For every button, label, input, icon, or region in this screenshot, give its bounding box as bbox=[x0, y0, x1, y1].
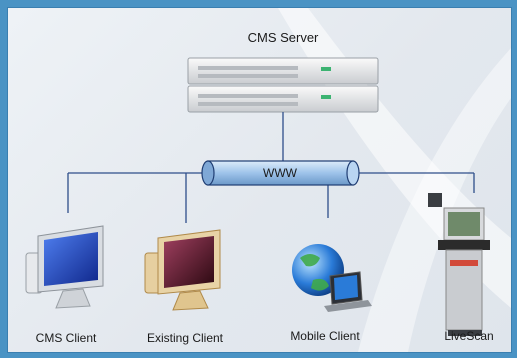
cms-client-computer-icon bbox=[25, 225, 104, 309]
www-pipe-icon bbox=[201, 160, 360, 186]
www-label: WWW bbox=[263, 166, 297, 180]
diagram-panel: CMS Server WWW CMS Client Existing Clien… bbox=[7, 7, 512, 353]
client-label-livescan: LiveScan bbox=[444, 329, 494, 343]
mobile-client-globe-icon bbox=[292, 244, 372, 312]
connection-lines bbox=[67, 112, 475, 223]
server-label: CMS Server bbox=[247, 30, 319, 45]
server-rack-icon bbox=[187, 57, 379, 113]
existing-client-computer-icon bbox=[144, 229, 221, 311]
client-label-existing: Existing Client bbox=[146, 331, 224, 345]
livescan-kiosk-icon bbox=[428, 193, 490, 336]
client-label-cms: CMS Client bbox=[35, 331, 97, 345]
network-diagram bbox=[25, 8, 511, 352]
client-label-mobile: Mobile Client bbox=[290, 329, 360, 343]
